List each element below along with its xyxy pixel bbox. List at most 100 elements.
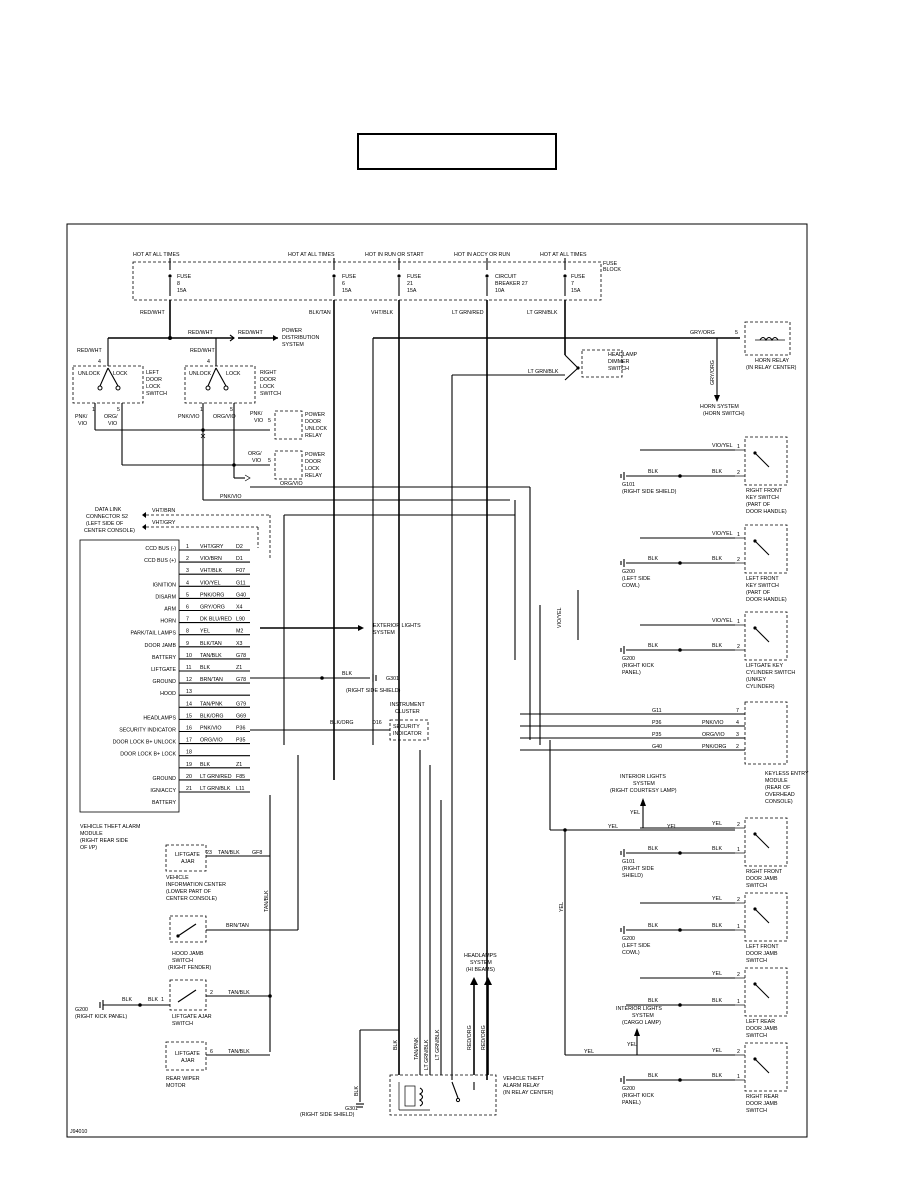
svg-text:(RIGHT KICK PANEL): (RIGHT KICK PANEL) xyxy=(75,1014,127,1020)
module-pin-number: 10 xyxy=(186,653,192,659)
switch-box xyxy=(744,436,788,486)
svg-text:PNK/: PNK/ xyxy=(75,414,88,420)
switch-wire-label: BLK xyxy=(712,846,722,852)
svg-text:6: 6 xyxy=(210,1049,213,1055)
switch-name: LEFT FRONT xyxy=(746,944,779,950)
module-pin-circuit: X4 xyxy=(236,605,243,611)
svg-text:RED/WHT: RED/WHT xyxy=(190,348,215,354)
module-pin-wire: TAN/PNK xyxy=(200,701,223,707)
fuse-output-wires: RED/WHT BLK/TAN VHT/BLK LT GRN/RED LT GR… xyxy=(140,300,566,1080)
module-pin-wire: BLK/TAN xyxy=(200,641,222,647)
module-pin-wire: GRY/ORG xyxy=(200,605,225,611)
switch-wire-label: YEL xyxy=(712,1048,722,1054)
svg-text:BLOCK: BLOCK xyxy=(603,267,621,273)
svg-text:D16: D16 xyxy=(372,720,382,726)
svg-text:(RIGHT SIDE SHIELD): (RIGHT SIDE SHIELD) xyxy=(346,688,401,694)
svg-text:(HORN SWITCH): (HORN SWITCH) xyxy=(703,411,745,417)
switch-name: RIGHT FRONT xyxy=(746,869,783,875)
svg-text:7: 7 xyxy=(571,281,574,287)
switch-wire-label: VIO/YEL xyxy=(712,443,733,449)
svg-text:(REAR OF: (REAR OF xyxy=(765,785,791,791)
switch-wire-label: BLK xyxy=(648,998,658,1004)
module-pin-number: 2 xyxy=(186,556,189,562)
switch-pin: 2 xyxy=(737,897,740,903)
switch-pivot xyxy=(753,1057,757,1061)
svg-text:CENTER CONSOLE): CENTER CONSOLE) xyxy=(166,896,217,902)
svg-text:AJAR: AJAR xyxy=(181,859,195,865)
door-lock-switches: RED/WHT RED/WHT POWER DISTRIBUTION SYSTE… xyxy=(72,328,530,501)
svg-text:INFORMATION CENTER: INFORMATION CENTER xyxy=(166,882,226,888)
switch-name: DOOR HANDLE) xyxy=(746,597,787,603)
svg-text:(LEFT SIDE OF: (LEFT SIDE OF xyxy=(86,521,124,527)
module-pin-name: CCD BUS (-) xyxy=(145,546,176,552)
module-pin-number: 5 xyxy=(186,592,189,598)
switch-name: RIGHT REAR xyxy=(746,1094,779,1100)
module-pin-circuit: P36 xyxy=(236,726,245,732)
svg-text:VEHICLE THEFT ALARM: VEHICLE THEFT ALARM xyxy=(80,824,140,830)
svg-text:SYSTEM: SYSTEM xyxy=(373,630,395,636)
switch-name: DOOR HANDLE) xyxy=(746,509,787,515)
svg-text:INTERIOR LIGHTS: INTERIOR LIGHTS xyxy=(616,1006,662,1012)
ground-label: G101 xyxy=(622,859,635,865)
module-pin-number: 4 xyxy=(186,580,189,586)
switch-name: SWITCH xyxy=(746,883,767,889)
svg-text:TAN/PNK: TAN/PNK xyxy=(414,1037,420,1060)
keyless-pin: 4 xyxy=(736,720,739,726)
switch-wire-label: BLK xyxy=(648,469,658,475)
switch-wire-label: YEL xyxy=(712,896,722,902)
module-pin-name: DOOR JAMB xyxy=(145,643,177,649)
module-pin-wire: TAN/BLK xyxy=(200,653,222,659)
svg-text:YEL: YEL xyxy=(584,1049,594,1055)
svg-text:HOOD JAMB: HOOD JAMB xyxy=(172,951,204,957)
switch-pin: 2 xyxy=(737,644,740,650)
svg-text:HORN SYSTEM: HORN SYSTEM xyxy=(700,404,739,410)
module-pin-name: CCD BUS (+) xyxy=(144,558,176,564)
switch-name: DOOR JAMB xyxy=(746,951,778,957)
module-pin-circuit: X3 xyxy=(236,641,243,647)
fuse8-hot-label: HOT AT ALL TIMES xyxy=(133,252,180,258)
svg-text:INSTRUMENT: INSTRUMENT xyxy=(390,702,425,708)
ground-label: G200 xyxy=(622,656,635,662)
switch-name: SWITCH xyxy=(746,958,767,964)
svg-text:MOTOR: MOTOR xyxy=(166,1083,186,1089)
svg-text:TAN/BLK: TAN/BLK xyxy=(264,890,270,912)
svg-text:LIFTGATE: LIFTGATE xyxy=(175,852,200,858)
switch-pivot xyxy=(753,982,757,986)
svg-text:RED/WHT: RED/WHT xyxy=(188,330,213,336)
module-pin-circuit: P35 xyxy=(236,738,245,744)
switch-box xyxy=(744,524,788,574)
svg-text:G301: G301 xyxy=(386,676,399,682)
svg-text:POWER: POWER xyxy=(305,452,325,458)
switch-name: (PART OF xyxy=(746,502,771,508)
module-pin-number: 12 xyxy=(186,677,192,683)
svg-text:SWITCH: SWITCH xyxy=(260,391,281,397)
svg-text:BLK: BLK xyxy=(393,1040,399,1050)
switch-pivot xyxy=(753,626,757,630)
svg-text:SYSTEM: SYSTEM xyxy=(633,781,655,787)
svg-text:RED/WHT: RED/WHT xyxy=(238,330,263,336)
svg-text:VHT/GRY: VHT/GRY xyxy=(152,520,176,526)
module-pin-name: SECURITY INDICATOR xyxy=(119,728,176,734)
svg-text:VEHICLE: VEHICLE xyxy=(166,875,189,881)
svg-text:DISTRIBUTION: DISTRIBUTION xyxy=(282,335,320,341)
svg-text:RELAY: RELAY xyxy=(305,473,322,479)
switch-wire-label: BLK xyxy=(712,998,722,1004)
ground-caption: (LEFT SIDE xyxy=(622,576,651,582)
data-link-connector: DATA LINK CONNECTOR S2 (LEFT SIDE OF CEN… xyxy=(84,507,515,745)
switch-wire-label: VIO/YEL xyxy=(712,618,733,624)
svg-text:LIFTGATE AJAR: LIFTGATE AJAR xyxy=(172,1014,212,1020)
svg-text:SECURITY: SECURITY xyxy=(393,724,420,730)
svg-text:YEL: YEL xyxy=(559,902,565,912)
fuse21-hot-label: HOT IN RUN OR START xyxy=(365,252,424,258)
switch-pin: 1 xyxy=(737,999,740,1005)
module-pin-wire: DK BLU/RED xyxy=(200,617,232,623)
svg-text:LEFT: LEFT xyxy=(146,370,160,376)
diagram-frame xyxy=(66,223,808,1138)
module-pin-number: 11 xyxy=(186,665,192,671)
svg-text:LT GRN/BLK: LT GRN/BLK xyxy=(424,1039,430,1070)
module-pin-wire: LT GRN/RED xyxy=(200,774,232,780)
keyless-circuit: G40 xyxy=(652,744,662,750)
svg-text:(HI BEAMS): (HI BEAMS) xyxy=(466,967,495,973)
